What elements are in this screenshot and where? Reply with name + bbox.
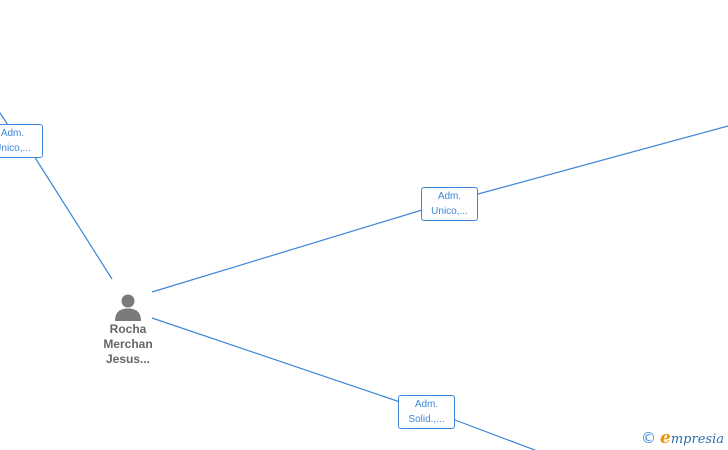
person-icon: [115, 294, 141, 321]
role-title: Adm.: [0, 128, 25, 139]
role-box-top-left[interactable]: Adm. Unico,...: [0, 124, 43, 158]
role-box-center[interactable]: Adm. Unico,...: [421, 187, 478, 221]
person-name-line: Rocha: [109, 322, 147, 336]
brand-logo-rest: mpresia: [670, 432, 724, 447]
person-name-line: Merchan: [103, 337, 153, 351]
person-node[interactable]: Rocha Merchan Jesus...: [88, 292, 168, 367]
edge-person-to-top-left: [33, 155, 113, 280]
brand-logo-initial: e: [660, 428, 671, 448]
edge-person-to-bottom: [151, 317, 401, 403]
brand-logo: empresia: [660, 428, 724, 448]
role-title: Adm.: [437, 191, 462, 202]
edge-person-to-center: [151, 209, 423, 293]
role-detail: Unico,...: [431, 206, 468, 217]
role-detail: Unico,...: [0, 143, 31, 154]
copyright-icon: ©: [641, 429, 657, 447]
role-detail: Solid.,...: [408, 414, 445, 425]
brand-watermark: © empresia: [641, 428, 724, 448]
edge-center-to-offscreen: [477, 125, 728, 195]
role-title: Adm.: [414, 399, 439, 410]
person-name-line: Jesus...: [105, 352, 151, 366]
role-box-bottom[interactable]: Adm. Solid.,...: [398, 395, 455, 429]
edge-bottom-to-offscreen: [454, 419, 537, 450]
person-name: Rocha Merchan Jesus...: [88, 322, 168, 367]
